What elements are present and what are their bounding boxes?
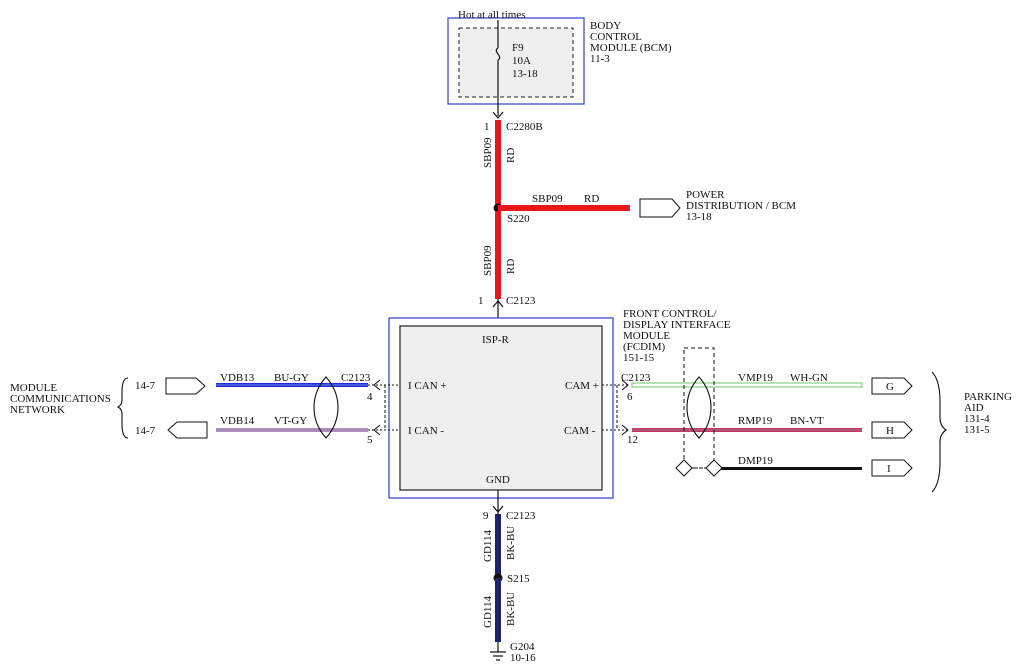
sbp09-branch-circuit: SBP09: [532, 193, 563, 205]
c2280b-pin: 1: [484, 121, 490, 133]
parking-title-line-2: AID: [964, 402, 984, 414]
vdb14-color: VT-GY: [274, 415, 307, 427]
fuse-id: F9: [512, 42, 524, 54]
sbp09-branch-color: RD: [584, 193, 599, 205]
rmp19-circuit: RMP19: [738, 415, 773, 427]
vmp19-pin: 6: [627, 391, 633, 403]
gd114-lower-wire: [495, 578, 501, 642]
vmp19-color: WH-GN: [790, 372, 828, 384]
gnd-pin-label: GND: [486, 474, 510, 486]
rmp19-pin: 12: [627, 434, 638, 446]
terminal-h-label: H: [886, 425, 894, 437]
c2280b-connector-label: C2280B: [506, 121, 543, 133]
terminal-g-connector-icon: [871, 377, 913, 395]
rmp19-color: BN-VT: [790, 415, 824, 427]
parking-title-line-3: 131-4: [964, 413, 990, 425]
gd114-upper-color: BK-BU: [505, 526, 517, 560]
c2123-bottom-pin: 9: [483, 510, 489, 522]
c2123-pin6-icon: [621, 379, 629, 391]
s220-splice-label: S220: [507, 213, 530, 225]
gd114-upper-wire: [495, 514, 501, 578]
parking-title-line-1: PARKING: [964, 391, 1012, 403]
power-distribution-connector-icon: [639, 198, 681, 218]
dmp19-circuit: DMP19: [738, 455, 773, 467]
gd114-upper-circuit: GD114: [482, 530, 494, 562]
left-twisted-pair-icon: [313, 376, 339, 439]
bcm-fuse-panel: [458, 27, 574, 98]
fuse-rating: 10A: [512, 55, 531, 67]
bcm-title-line-4: 11-3: [590, 53, 610, 65]
vdb14-ref: 14-7: [135, 425, 156, 437]
ground-id: G204: [510, 641, 535, 653]
vdb14-pin: 5: [367, 434, 373, 446]
vdb14-circuit: VDB14: [220, 415, 255, 427]
fcdim-title-line-3: MODULE: [623, 330, 670, 342]
c2123-pin12-icon: [621, 424, 629, 436]
sbp09-upper-circuit: SBP09: [482, 137, 494, 168]
terminal-g-label: G: [886, 381, 894, 393]
ground-ref: 10-16: [510, 652, 536, 664]
sbp09-lower-color: RD: [505, 259, 517, 274]
bcm-title-line-3: MODULE (BCM): [590, 42, 672, 54]
sbp09-upper-color: RD: [505, 148, 517, 163]
ground-symbol-icon: [490, 651, 506, 661]
fuse-f9-symbol: [495, 47, 501, 61]
gd114-lower-circuit: GD114: [482, 596, 494, 628]
vmp19-wire: [631, 382, 863, 388]
c2123-top-connector-label: C2123: [506, 295, 536, 307]
right-shield-box: [683, 347, 715, 469]
s215-splice-label: S215: [507, 573, 530, 585]
c2123-top-pin: 1: [478, 295, 484, 307]
power-dist-line-1: POWER: [686, 189, 725, 201]
mcn-title-line-3: NETWORK: [10, 404, 65, 416]
dmp19-wire: [712, 467, 862, 470]
c2280b-connector-icon: [492, 111, 504, 119]
left-network-bracket: [116, 377, 129, 439]
right-twisted-pair-icon: [686, 376, 712, 439]
power-dist-line-3: 13-18: [686, 211, 712, 223]
terminal-i-connector-icon: [871, 459, 913, 477]
fcdim-module-body: [399, 325, 603, 491]
fcdim-title-line-5: 151-15: [623, 352, 655, 364]
bcm-title-line-2: CONTROL: [590, 31, 642, 43]
vdb14-connector-icon: [167, 421, 208, 439]
vdb13-circuit: VDB13: [220, 372, 255, 384]
c2123-bottom-connector-label: C2123: [506, 510, 536, 522]
vdb13-connector-icon: [165, 377, 206, 395]
shield-drain-right-icon: [705, 459, 723, 477]
vdb13-color: BU-GY: [274, 372, 309, 384]
ican-minus-pin-label: I CAN -: [408, 425, 444, 437]
c2123-bottom-connector-icon: [492, 505, 504, 513]
vdb13-pin: 4: [367, 391, 373, 403]
c2123-right-connector-label: C2123: [621, 372, 651, 384]
gd114-lower-color: BK-BU: [505, 592, 517, 626]
sbp09-branch-wire: [498, 205, 630, 211]
isp-r-pin-label: ISP-R: [482, 334, 510, 346]
power-dist-line-2: DISTRIBUTION / BCM: [686, 200, 796, 212]
fuse-ref: 13-18: [512, 68, 538, 80]
terminal-h-connector-icon: [871, 421, 913, 439]
cam-minus-pin-label: CAM -: [564, 425, 596, 437]
sbp09-upper-wire: [495, 120, 501, 208]
sbp09-lower-wire: [495, 211, 501, 299]
bcm-title-line-1: BODY: [590, 20, 621, 32]
vdb13-ref: 14-7: [135, 380, 156, 392]
shield-drain-left-icon: [675, 459, 693, 477]
mcn-title-line-1: MODULE: [10, 382, 57, 394]
hot-at-all-times-label: Hot at all times: [458, 9, 526, 21]
fcdim-title-line-2: DISPLAY INTERFACE: [623, 319, 731, 331]
ican-plus-pin-label: I CAN +: [408, 380, 447, 392]
fcdim-title-line-1: FRONT CONTROL/: [623, 308, 718, 320]
parking-title-line-4: 131-5: [964, 424, 990, 436]
mcn-title-line-2: COMMUNICATIONS: [10, 393, 111, 405]
cam-plus-pin-label: CAM +: [565, 380, 599, 392]
sbp09-lower-circuit: SBP09: [482, 245, 494, 276]
right-parking-bracket: [931, 371, 947, 493]
c2123-left-connector-label: C2123: [341, 372, 371, 384]
terminal-i-label: I: [887, 463, 891, 475]
fcdim-title-line-4: (FCDIM): [623, 341, 666, 353]
vmp19-circuit: VMP19: [738, 372, 773, 384]
